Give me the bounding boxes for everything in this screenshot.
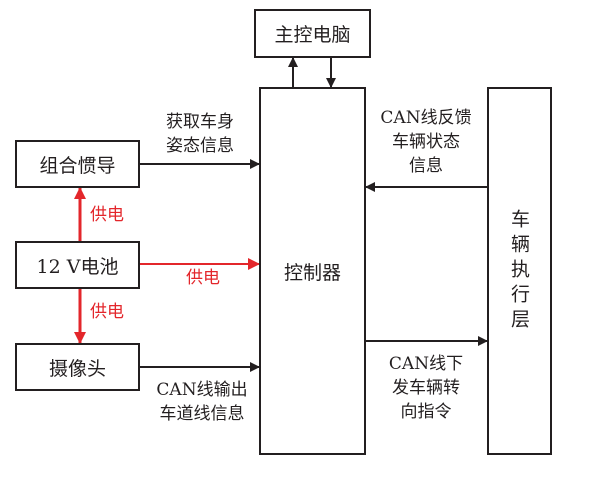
main-computer-node: 主控电脑 [254,9,371,58]
imu-label: 组合惯导 [39,154,116,177]
imu-edge-label-line2: 姿态信息 [166,136,234,156]
power-label-controller: 供电 [186,268,220,288]
feedback-edge-label-line2: 车辆状态 [392,132,460,152]
imu-edge-label-line1: 获取车身 [166,112,234,132]
command-edge-label-line2: 发车辆转 [392,378,460,398]
feedback-edge-label: CAN线反馈 车辆状态 信息 [372,106,480,178]
controller-node: 控制器 [259,87,366,455]
camera-label: 摄像头 [48,357,106,380]
imu-node: 组合惯导 [15,140,140,188]
camera-edge-label-line1: CAN线输出 [156,380,248,400]
vehicle-execution-layer-label: 车辆执行层 [508,208,530,334]
command-edge-label-line1: CAN线下 [388,354,464,374]
camera-node: 摄像头 [15,343,140,391]
command-edge-label: CAN线下 发车辆转 向指令 [378,352,474,424]
power-label-imu: 供电 [90,205,124,225]
controller-label: 控制器 [283,261,341,284]
feedback-edge-label-line3: 信息 [409,156,443,176]
feedback-edge-label-line1: CAN线反馈 [380,108,472,128]
main-computer-label: 主控电脑 [274,24,351,46]
camera-edge-label: CAN线输出 车道线信息 [148,378,256,426]
command-edge-label-line3: 向指令 [400,402,452,422]
vehicle-execution-layer-node: 车辆执行层 [487,87,552,455]
battery-node: 12 V电池 [15,241,140,289]
battery-label: 12 V电池 [36,255,119,278]
power-label-camera: 供电 [90,302,124,322]
imu-edge-label: 获取车身 姿态信息 [152,110,248,158]
camera-edge-label-line2: 车道线信息 [159,404,245,424]
